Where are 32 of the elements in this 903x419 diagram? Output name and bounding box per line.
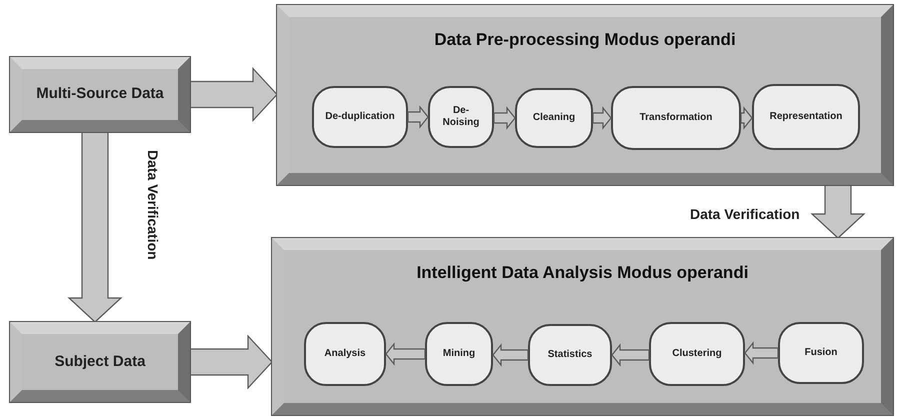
block-arrow [611,343,650,367]
process-panel [272,238,893,415]
step-box: Clustering [649,322,745,386]
block-arrow [492,343,529,367]
block-arrow [810,184,866,239]
panel-title: Data Pre-processing Modus operandi [433,29,737,51]
step-box: Mining [425,322,493,386]
step-box: Cleaning [515,88,593,148]
block-arrow [189,334,273,390]
step-box: Analysis [304,322,386,386]
step-box: De-Noising [428,86,494,148]
block-arrow [740,106,753,130]
edge-label: Data Verification [144,150,162,260]
block-arrow [493,106,516,130]
edge-label: Data Verification [690,205,800,224]
step-box: Fusion [778,322,864,384]
box-label: Multi-Source Data [35,84,165,104]
block-arrow [189,66,278,122]
process-panel [277,5,893,185]
step-box: Statistics [528,324,612,386]
step-box: Representation [752,84,860,150]
block-arrow [385,342,426,366]
step-box: De-duplication [312,86,408,148]
process-box [10,57,190,132]
box-label: Subject Data [54,352,146,372]
block-arrow [592,106,612,130]
step-box: Transformation [611,86,741,150]
block-arrow [67,131,123,323]
block-arrow [407,105,429,129]
panel-title: Intelligent Data Analysis Modus operandi [416,262,750,284]
process-box [10,322,190,402]
block-arrow [744,341,779,365]
